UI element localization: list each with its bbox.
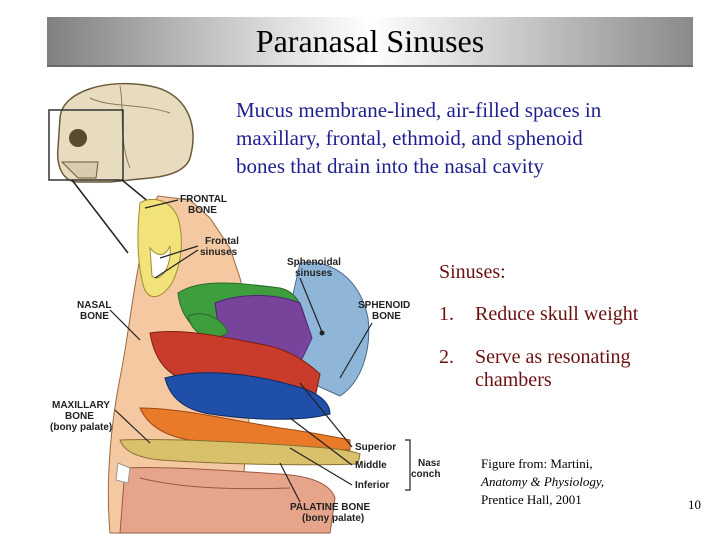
sinuses-heading: Sinuses: [439, 261, 506, 283]
label-palatine-bone-1: PALATINE BONE [290, 502, 371, 513]
point-2-continuation: chambers [475, 369, 552, 391]
point-2-number: 2. [439, 346, 454, 368]
sinus-anatomy-figure: FRONTAL BONE Frontal sinuses Sphenoidal … [0, 78, 452, 543]
caption-line-1: Figure from: Martini, [481, 456, 593, 471]
intro-text: Mucus membrane-lined, air-filled spaces … [236, 96, 696, 180]
label-sphenoidal-sinuses-1: Sphenoidal [287, 257, 341, 268]
label-maxillary-bone-1: MAXILLARY [52, 400, 110, 411]
caption-line-2: Anatomy & Physiology, [481, 474, 605, 489]
label-superior: Superior [355, 442, 396, 453]
caption-line-3: Prentice Hall, 2001 [481, 492, 582, 507]
anatomy-illustration: FRONTAL BONE Frontal sinuses Sphenoidal … [48, 82, 452, 534]
label-frontal-sinuses-1: Frontal [205, 236, 239, 247]
label-maxillary-bone-2: BONE [65, 411, 94, 422]
title-bar: Paranasal Sinuses [47, 17, 693, 67]
page-number: 10 [688, 497, 701, 512]
intro-line-3: bones that drain into the nasal cavity [236, 154, 544, 178]
label-inferior: Inferior [355, 480, 390, 491]
label-nasal-bone-2: BONE [80, 311, 109, 322]
label-palatine-bone-2: (bony palate) [302, 513, 364, 524]
intro-line-2: maxillary, frontal, ethmoid, and sphenoi… [236, 126, 583, 150]
point-2: 2. Serve as resonating chambers [439, 346, 631, 392]
label-frontal-bone-1: FRONTAL [180, 194, 227, 205]
label-sphenoid-bone-1: SPHENOID [358, 300, 410, 311]
point-1-text: Reduce skull weight [475, 303, 639, 325]
figure-caption: Figure from: Martini, Anatomy & Physiolo… [481, 455, 631, 509]
label-nasal-conchae-2: conchae [411, 469, 440, 480]
label-middle: Middle [355, 460, 387, 471]
intro-line-1: Mucus membrane-lined, air-filled spaces … [236, 98, 602, 122]
point-2-text: Serve as resonating [475, 346, 631, 368]
point-1-number: 1. [439, 303, 454, 325]
skull-thumbnail [48, 82, 194, 183]
label-nasal-bone-1: NASAL [77, 300, 111, 311]
slide-title: Paranasal Sinuses [255, 23, 485, 59]
label-sphenoid-bone-2: BONE [372, 311, 401, 322]
label-sphenoidal-sinuses-2: sinuses [295, 268, 333, 279]
point-1: 1. Reduce skull weight [439, 303, 638, 326]
label-frontal-sinuses-2: sinuses [200, 247, 238, 258]
label-frontal-bone-2: BONE [188, 205, 217, 216]
label-nasal-conchae-1: Nasal [418, 458, 440, 469]
label-maxillary-bone-3: (bony palate) [50, 422, 112, 433]
